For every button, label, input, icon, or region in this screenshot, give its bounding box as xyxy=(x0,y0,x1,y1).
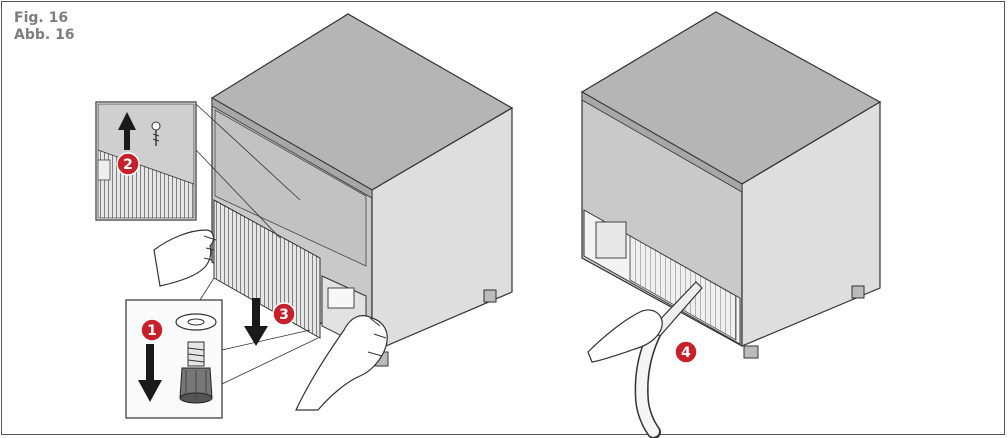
step-number: 4 xyxy=(681,345,691,361)
step-badge-2: 2 xyxy=(116,152,140,176)
step-number: 3 xyxy=(279,307,289,323)
left-cabinet xyxy=(210,13,514,367)
right-cabinet-foot xyxy=(743,345,759,359)
display-window xyxy=(327,287,355,309)
hand-right xyxy=(295,315,388,411)
step-badge-3: 3 xyxy=(272,302,296,326)
condenser-box xyxy=(595,221,627,259)
hand-vacuum xyxy=(587,309,663,363)
step-number: 2 xyxy=(123,157,133,173)
screw-icon xyxy=(151,121,161,146)
step-badge-1: 1 xyxy=(140,318,164,342)
caption-english: Fig. 16 xyxy=(14,10,69,26)
right-cabinet-side xyxy=(741,100,881,347)
step-badges: 1 2 3 4 xyxy=(116,152,698,364)
adjustable-foot-icon xyxy=(179,341,213,404)
inset-foot-removal xyxy=(125,277,319,419)
left-cabinet-door-edge xyxy=(211,97,373,199)
left-cabinet-side xyxy=(371,106,513,353)
arrow-down-icon xyxy=(138,344,162,402)
condenser-fins xyxy=(629,235,737,341)
vacuum-hose-icon xyxy=(634,281,703,438)
left-cabinet-grille xyxy=(213,199,321,339)
step-number: 1 xyxy=(147,323,157,339)
washer-icon xyxy=(175,313,217,331)
arrow-down-icon xyxy=(244,298,268,346)
inset-screw-removal xyxy=(95,101,301,239)
right-cabinet-door-edge xyxy=(581,91,743,193)
left-cabinet-door xyxy=(214,109,367,267)
left-cabinet-foot xyxy=(483,289,497,303)
caption-german: Abb. 16 xyxy=(14,27,75,43)
arrow-up-icon xyxy=(118,112,136,150)
figure-caption: Fig. 16 Abb. 16 xyxy=(14,10,75,44)
right-cabinet-foot xyxy=(851,285,865,299)
hand-left xyxy=(153,229,217,287)
right-cabinet xyxy=(580,11,882,359)
step-badge-4: 4 xyxy=(674,340,698,364)
